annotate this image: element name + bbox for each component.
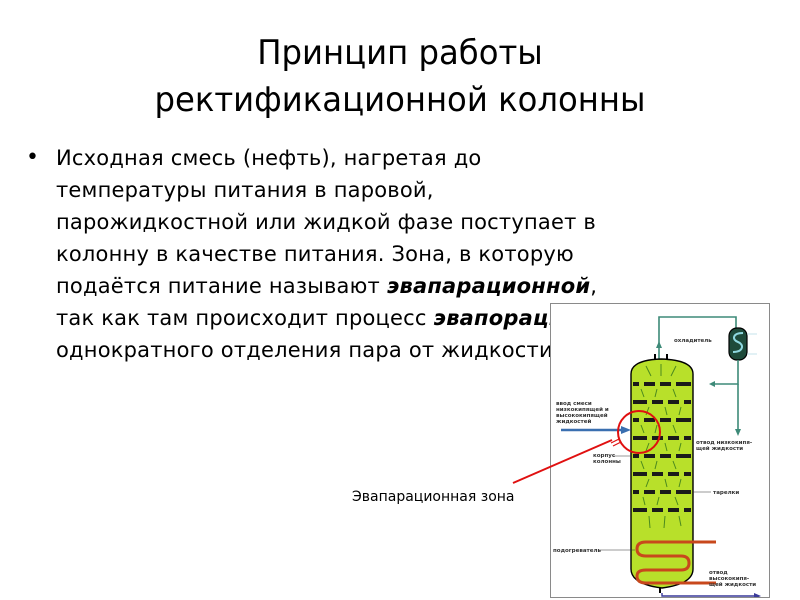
- column-diagram: охладитель: [550, 303, 770, 598]
- text-line: подаётся питание называют эвапарационной…: [56, 270, 776, 302]
- svg-text:тарелки: тарелки: [713, 490, 739, 496]
- text-line: Исходная смесь (нефть), нагретая до: [56, 146, 482, 170]
- evaporation-zone-caption: Эвапарационная зона: [352, 489, 515, 505]
- cooler-icon: [728, 327, 757, 361]
- bullet-marker: •: [26, 145, 39, 170]
- text-line: парожидкостной или жидкой фазе поступает…: [56, 210, 596, 234]
- text-line: колонну в качестве питания. Зона, в кото…: [56, 242, 574, 266]
- text-fragment: так как там происходит процесс: [56, 306, 434, 330]
- title-line-2: ректификационной колонны: [154, 80, 646, 120]
- text-line: однократного отделения пара от жидкости.: [56, 338, 560, 362]
- text-fragment: ,: [590, 274, 598, 298]
- svg-text:щей жидкости: щей жидкости: [696, 445, 743, 452]
- svg-text:охладитель: охладитель: [674, 338, 712, 344]
- svg-text:ввод смеси: ввод смеси: [556, 401, 592, 407]
- svg-text:высококипящей: высококипящей: [556, 412, 608, 419]
- svg-text:отвод: отвод: [709, 570, 728, 576]
- svg-text:колонны: колонны: [593, 459, 621, 465]
- text-line: так как там происходит процесс эвапораци…: [56, 302, 776, 334]
- text-fragment: подаётся питание называют: [56, 274, 387, 298]
- text-line: температуры питания в паровой,: [56, 178, 434, 202]
- evaporation-zone-highlight: [617, 410, 661, 454]
- svg-text:высококипя-: высококипя-: [709, 576, 749, 582]
- svg-text:отвод низкокипя-: отвод низкокипя-: [696, 440, 752, 446]
- svg-text:подогреватель: подогреватель: [553, 548, 601, 554]
- bullet-text: Исходная смесь (нефть), нагретая до темп…: [56, 142, 776, 366]
- svg-text:жидкостей: жидкостей: [556, 418, 591, 425]
- distillation-column-illustration: охладитель: [553, 316, 761, 597]
- svg-text:низкокипящей и: низкокипящей и: [556, 406, 609, 413]
- emphasis-term: эвапарационной: [386, 274, 591, 298]
- title-line-1: Принцип работы: [257, 33, 543, 73]
- svg-text:щей жидкости: щей жидкости: [709, 581, 756, 588]
- slide-title: Принцип работы ректификационной колонны: [20, 30, 780, 124]
